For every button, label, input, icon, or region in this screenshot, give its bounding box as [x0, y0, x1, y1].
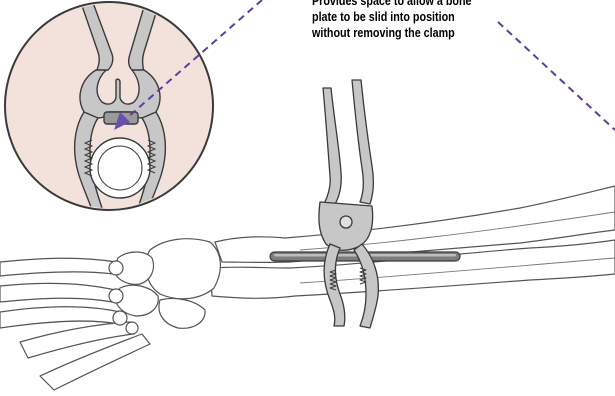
detail-inset	[5, 0, 213, 210]
caption-line-3: without removing the clamp	[312, 25, 493, 41]
caption-line-1: Provides space to allow a bone	[312, 0, 493, 9]
hand-bones	[0, 239, 220, 390]
caption-line-2: plate to be slid into position	[312, 9, 493, 25]
forearm-bones	[210, 186, 615, 298]
caption-text: Provides space to allow a bone plate to …	[312, 0, 493, 41]
callout-line-right	[498, 22, 615, 130]
